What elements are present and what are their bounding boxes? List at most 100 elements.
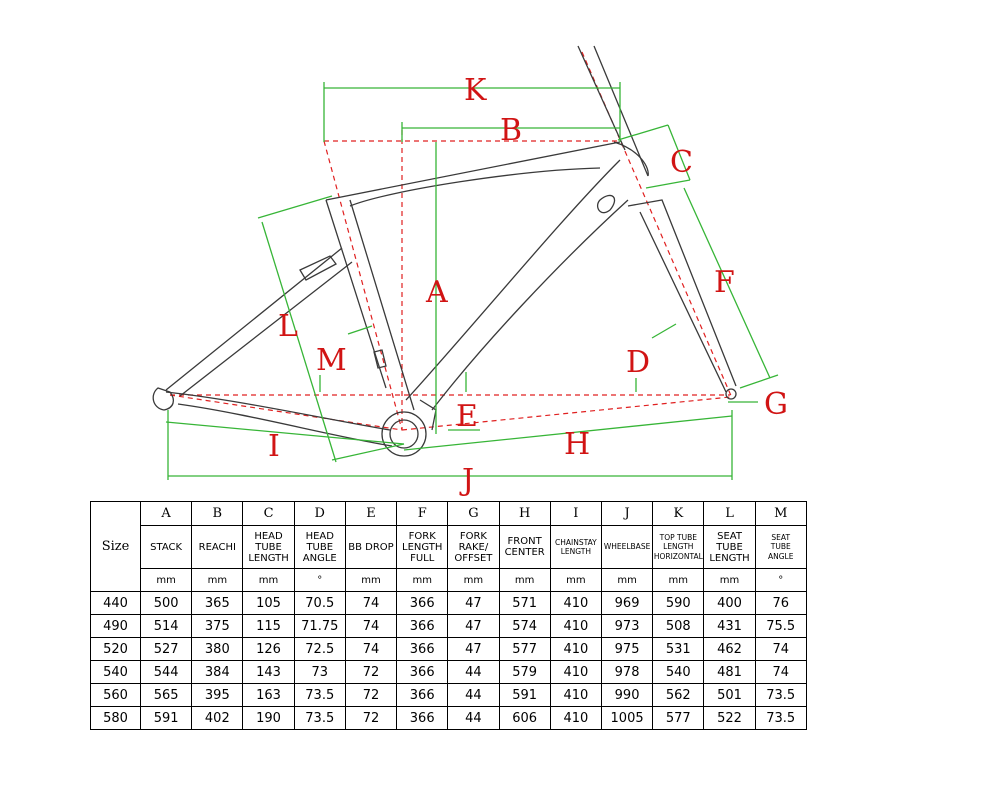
column-name-line: CENTER (504, 547, 545, 558)
dimension-label-h: H (564, 427, 590, 462)
dimension-label-i: I (268, 429, 280, 464)
value-cell-a: 565 (139, 683, 193, 707)
dimension-lines (165, 82, 779, 480)
column-letter-i: I (549, 501, 602, 526)
column-name-line: RAKE/ (458, 541, 489, 553)
size-column-header: Size (90, 501, 141, 592)
value-cell-c: 143 (242, 660, 295, 684)
value-cell-c: 126 (242, 637, 295, 661)
column-name-line: CHAINSTAY (555, 537, 597, 547)
column-letter-c: C (242, 501, 295, 526)
column-letter-e: E (344, 501, 398, 526)
column-letter-l: L (703, 501, 756, 526)
dimension-label-c: C (670, 145, 693, 180)
bicycle-frame-drawing (152, 45, 737, 457)
column-name-line: TUBE (770, 542, 791, 552)
value-cell-l: 431 (703, 614, 756, 638)
value-cell-c: 163 (242, 683, 295, 707)
value-cell-l: 501 (703, 683, 756, 707)
value-cell-f: 366 (396, 637, 449, 661)
column-name-a: STACK (139, 525, 193, 569)
value-cell-i: 410 (549, 637, 602, 661)
dimension-label-l: L (278, 309, 298, 344)
value-cell-g: 47 (447, 614, 500, 638)
column-unit-i: mm (549, 568, 602, 592)
value-cell-f: 366 (396, 706, 449, 730)
value-cell-k: 590 (652, 591, 705, 615)
value-cell-g: 47 (447, 591, 500, 615)
column-name-line: FRONT (507, 536, 542, 547)
value-cell-d: 73 (293, 660, 346, 684)
column-unit-m: ° (754, 568, 807, 592)
value-cell-d: 70.5 (293, 591, 346, 615)
column-name-line: SEAT (771, 532, 791, 542)
column-name-line: LENGTH (663, 542, 694, 552)
dimension-label-e: E (456, 399, 478, 434)
value-cell-b: 380 (191, 637, 244, 661)
dimension-label-a: A (425, 275, 448, 310)
value-cell-b: 402 (191, 706, 244, 730)
value-cell-d: 71.75 (293, 614, 346, 638)
value-cell-m: 76 (754, 591, 807, 615)
column-unit-k: mm (652, 568, 705, 592)
column-letter-j: J (600, 501, 654, 526)
column-name-b: REACHI (191, 525, 244, 569)
dimension-label-f: F (714, 265, 735, 300)
column-unit-d: ° (293, 568, 346, 592)
column-name-line: TUBE (255, 541, 282, 553)
value-cell-e: 74 (344, 591, 398, 615)
dimension-label-k: K (464, 73, 487, 108)
column-name-line: HEAD (254, 530, 283, 542)
value-cell-f: 366 (396, 683, 449, 707)
value-cell-c: 190 (242, 706, 295, 730)
column-name-line: FULL (410, 552, 435, 564)
column-unit-a: mm (139, 568, 193, 592)
value-cell-d: 73.5 (293, 683, 346, 707)
value-cell-j: 969 (600, 591, 654, 615)
value-cell-b: 375 (191, 614, 244, 638)
value-cell-b: 365 (191, 591, 244, 615)
size-cell: 440 (90, 591, 141, 615)
value-cell-f: 366 (396, 660, 449, 684)
value-cell-k: 531 (652, 637, 705, 661)
value-cell-i: 410 (549, 683, 602, 707)
value-cell-i: 410 (549, 591, 602, 615)
value-cell-j: 978 (600, 660, 654, 684)
value-cell-l: 400 (703, 591, 756, 615)
value-cell-d: 72.5 (293, 637, 346, 661)
column-letter-b: B (191, 501, 244, 526)
value-cell-f: 366 (396, 614, 449, 638)
column-unit-c: mm (242, 568, 295, 592)
column-name-line: SEAT (717, 530, 742, 542)
column-letter-k: K (652, 501, 705, 526)
dimension-labels: A B C D E F G H I J K L M (268, 73, 788, 498)
value-cell-j: 975 (600, 637, 654, 661)
value-cell-l: 522 (703, 706, 756, 730)
value-cell-e: 74 (344, 614, 398, 638)
value-cell-h: 579 (498, 660, 551, 684)
column-letter-a: A (139, 501, 193, 526)
value-cell-i: 410 (549, 660, 602, 684)
column-name-j: WHEELBASE (600, 525, 654, 569)
size-cell: 580 (90, 706, 141, 730)
value-cell-a: 591 (139, 706, 193, 730)
column-name-line: REACHI (198, 541, 237, 553)
value-cell-m: 74 (754, 660, 807, 684)
column-name-line: BB DROP (348, 541, 394, 553)
column-unit-e: mm (344, 568, 398, 592)
value-cell-b: 395 (191, 683, 244, 707)
column-name-line: HEAD (305, 530, 334, 542)
column-name-line: TOP TUBE (659, 532, 697, 542)
column-unit-f: mm (396, 568, 449, 592)
